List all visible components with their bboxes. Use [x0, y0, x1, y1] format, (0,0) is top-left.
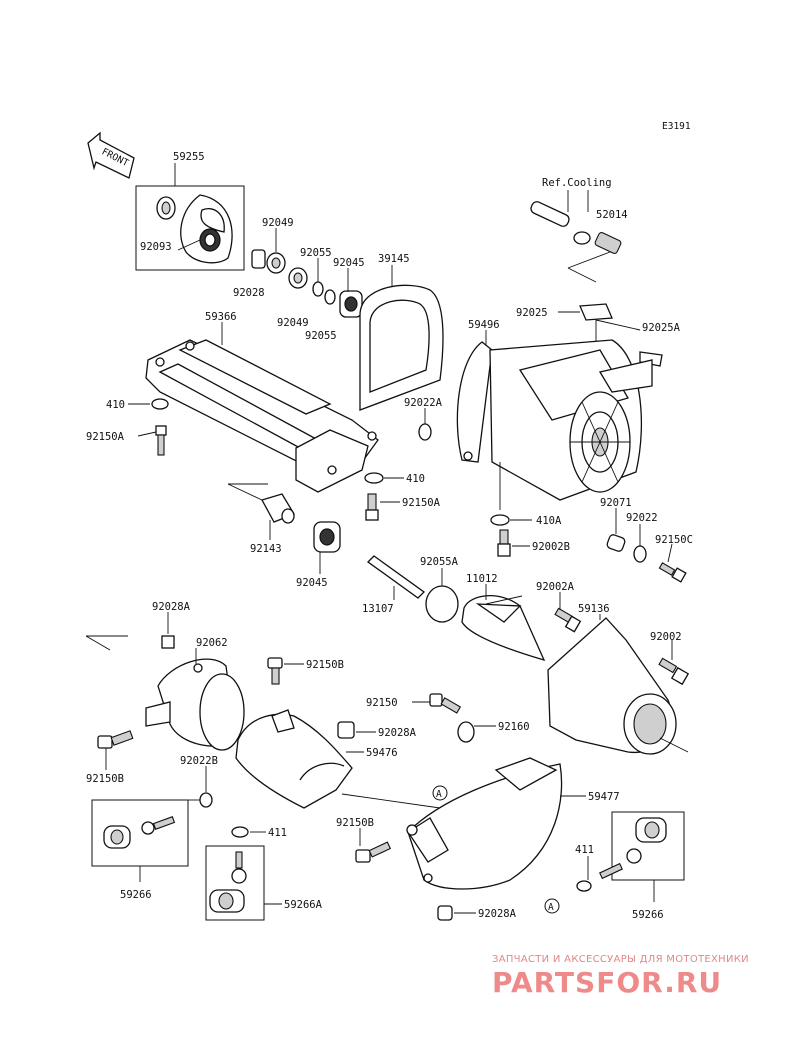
washer-410-mid [364, 472, 384, 484]
label-59266-left: 59266 [120, 889, 152, 901]
washer-92022a [418, 423, 432, 441]
label-59477: 59477 [588, 791, 620, 803]
label-92055-lower: 92055 [305, 330, 337, 342]
callout-marker-upper: A [432, 785, 448, 801]
front-arrow-icon: FRONT [87, 131, 135, 179]
gasket-39145 [359, 265, 444, 411]
label-92028a-top: 92028A [152, 601, 191, 613]
bolt-92150b-left [97, 730, 134, 770]
label-92025a: 92025A [642, 322, 681, 334]
bolt-92150a-left [137, 425, 167, 456]
label-92045-lower: 92045 [296, 577, 328, 589]
label-59136: 59136 [578, 603, 610, 615]
label-92028: 92028 [233, 287, 265, 299]
impeller-assembly [135, 163, 245, 271]
bolt-92150a-mid [365, 493, 400, 521]
label-92045-upper: 92045 [333, 257, 365, 269]
sleeve-92143 [227, 483, 295, 540]
bracket-kit-59266a [205, 845, 282, 921]
label-92150c: 92150C [655, 534, 693, 546]
ref-cooling-label: Ref.Cooling [542, 177, 612, 189]
deflector-59476 [235, 709, 441, 809]
bracket-kit-59266-right [599, 811, 685, 902]
label-92025: 92025 [516, 307, 548, 319]
label-92150a-mid: 92150A [402, 497, 441, 509]
label-411-right: 411 [575, 844, 594, 856]
label-92150b-mid: 92150B [306, 659, 344, 671]
watermark-caption: ЗАПЧАСТИ И АКСЕССУАРЫ ДЛЯ МОТОТЕХНИКИ [492, 954, 749, 965]
callout-marker-lower: A [544, 898, 560, 914]
bearing-92045-lower [313, 521, 341, 574]
washer-411-mid [231, 826, 266, 838]
svg-text:A: A [548, 902, 554, 913]
o-ring-92055a [425, 585, 459, 623]
bolt-92002a [554, 592, 582, 633]
label-92150b-left: 92150B [86, 773, 124, 785]
label-92150a-left: 92150A [86, 431, 125, 443]
reverse-bucket-59477 [406, 757, 586, 890]
cone-11012 [461, 584, 546, 662]
label-92093: 92093 [140, 241, 172, 253]
bolt-92150 [412, 693, 462, 714]
label-92022a: 92022A [404, 397, 443, 409]
label-92028a-mid: 92028A [378, 727, 417, 739]
plate-92025 [558, 303, 641, 345]
washer-411-right [576, 856, 592, 892]
diagram-id: E3191 [662, 121, 691, 132]
label-92150: 92150 [366, 697, 398, 709]
bolt-92002b [497, 529, 530, 557]
label-52014: 52014 [596, 209, 628, 221]
label-92049-upper: 92049 [262, 217, 294, 229]
label-13107: 13107 [362, 603, 394, 615]
bracket-kit-59266-left [91, 799, 200, 882]
label-59266-right: 59266 [632, 909, 664, 921]
label-11012: 11012 [466, 573, 498, 585]
label-92071: 92071 [600, 497, 632, 509]
label-59366: 59366 [205, 311, 237, 323]
label-92002: 92002 [650, 631, 682, 643]
label-410-left: 410 [106, 399, 125, 411]
label-59476: 59476 [366, 747, 398, 759]
label-410-mid: 410 [406, 473, 425, 485]
washer-92028a-lower [437, 905, 476, 921]
label-92022: 92022 [626, 512, 658, 524]
nozzle-59136 [547, 614, 689, 755]
label-39145: 39145 [378, 253, 410, 265]
cooling-fitting: Ref.Cooling [530, 177, 622, 283]
label-411-mid: 411 [268, 827, 287, 839]
label-92002a: 92002A [536, 581, 575, 593]
label-59255: 59255 [173, 151, 205, 163]
bolt-92150b-lower [355, 828, 392, 863]
label-92022b: 92022B [180, 755, 218, 767]
label-92002b: 92002B [532, 541, 570, 553]
label-59266a: 59266A [284, 899, 323, 911]
label-92160: 92160 [498, 721, 530, 733]
collar-92160 [457, 721, 496, 743]
pump-housing-59496 [456, 330, 653, 510]
label-92055-upper: 92055 [300, 247, 332, 259]
label-92143: 92143 [250, 543, 282, 555]
bolt-92150b-mid [267, 657, 304, 685]
watermark-brand: PARTSFOR.RU [492, 966, 722, 999]
label-92049-lower: 92049 [277, 317, 309, 329]
pump-cover-59366 [145, 322, 379, 493]
washer-410-left [151, 398, 169, 410]
washer-92028a-mid [337, 721, 376, 739]
fastener-group-right [606, 508, 687, 583]
label-92028a-lower: 92028A [478, 908, 517, 920]
svg-text:A: A [436, 789, 442, 800]
label-92062: 92062 [196, 637, 228, 649]
washer-92022b [199, 792, 213, 808]
shaft-13107 [366, 555, 426, 600]
bolt-92002 [658, 640, 690, 686]
label-59496: 59496 [468, 319, 500, 331]
washer-410a [490, 514, 510, 526]
steering-nozzle-92062 [85, 612, 245, 751]
bearing-seal-stack [251, 228, 363, 318]
label-92150b-lower: 92150B [336, 817, 374, 829]
label-92055a: 92055A [420, 556, 459, 568]
label-410a: 410A [536, 515, 562, 527]
